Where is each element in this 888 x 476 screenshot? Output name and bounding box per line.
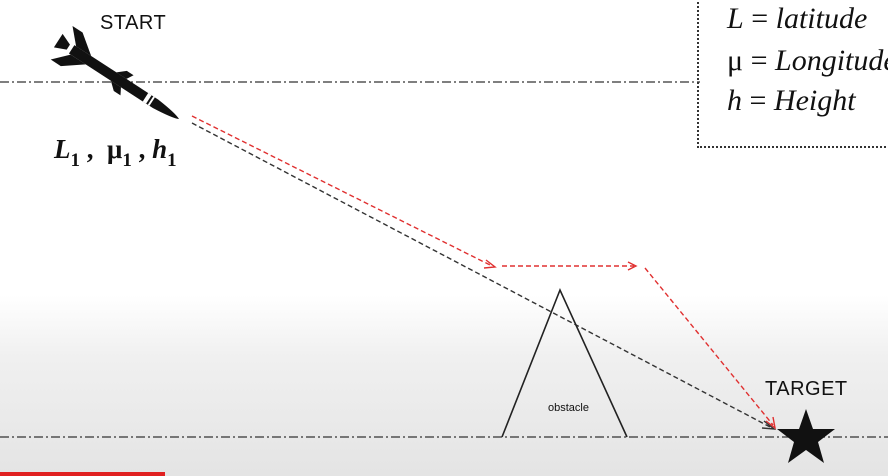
avoid-path-dive — [644, 267, 774, 426]
direct-path — [191, 122, 773, 429]
obstacle-label: obstacle — [548, 402, 589, 414]
target-label: TARGET — [765, 378, 848, 400]
coord-height-sub: 1 — [167, 150, 177, 171]
start-label: START — [100, 12, 167, 34]
legend-item-latitude: L = latitude — [727, 2, 868, 35]
progress-accent-bar — [0, 472, 165, 476]
coord-sep-1: , — [86, 134, 94, 164]
direct-path-arrowhead — [761, 420, 777, 430]
avoid-path-arrowhead-1 — [483, 259, 497, 269]
legend-item-height: h = Height — [727, 84, 856, 117]
obstacle-shape — [501, 287, 628, 438]
legend-item-longitude: μ = Longitude — [727, 44, 888, 77]
start-coordinates: L1 , μ1 , h1 — [54, 134, 177, 172]
coord-longitude-symbol: μ — [107, 134, 123, 164]
coord-sep-2: , — [138, 134, 146, 164]
coord-longitude-sub: 1 — [122, 150, 132, 171]
legend: L = latitude μ = Longitude h = Height — [697, 0, 888, 148]
coord-latitude-sub: 1 — [70, 150, 81, 171]
avoid-path-arrowhead-2 — [627, 261, 638, 271]
coord-height-symbol: h — [152, 134, 168, 164]
star-icon — [777, 409, 835, 463]
coord-latitude-symbol: L — [54, 134, 71, 164]
missile-icon — [50, 26, 180, 120]
legend-box — [697, 0, 888, 148]
avoid-path-arrowhead-3 — [765, 416, 777, 430]
